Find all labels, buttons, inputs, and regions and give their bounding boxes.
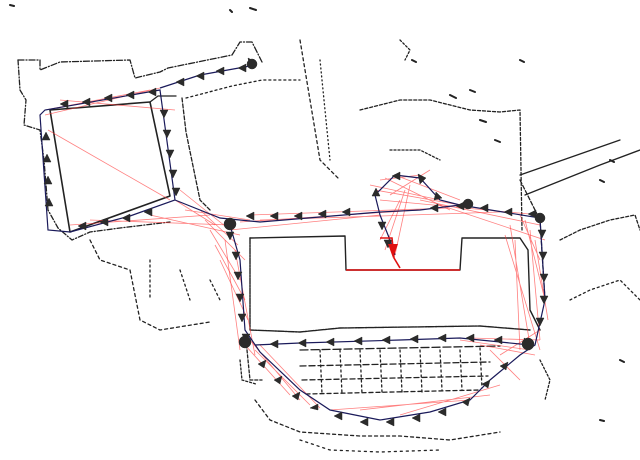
map-canvas[interactable] <box>0 0 640 460</box>
slam-map-view[interactable] <box>0 0 640 460</box>
